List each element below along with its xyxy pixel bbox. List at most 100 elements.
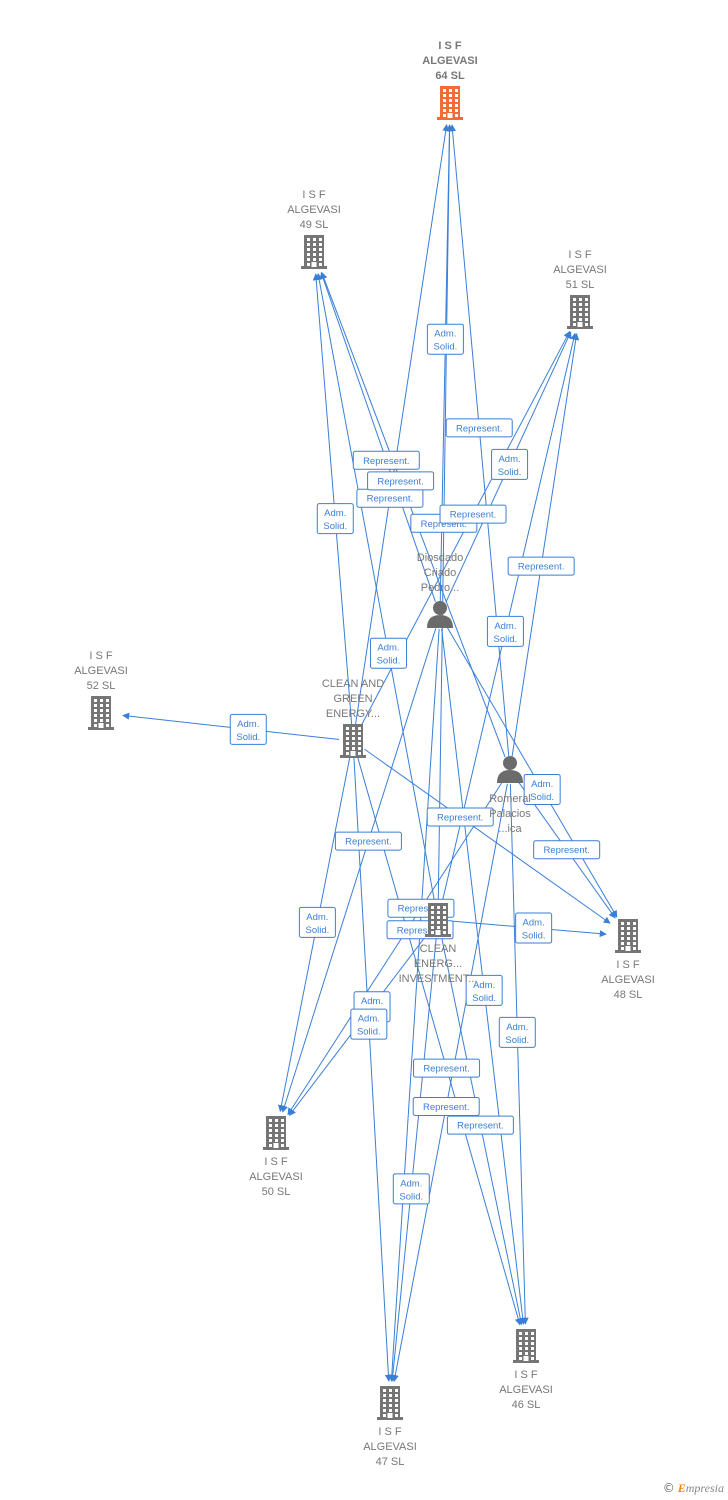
edge-label-romeral-n49[interactable]: Represent. [367, 471, 435, 491]
svg-text:Represent.: Represent. [377, 476, 423, 487]
svg-text:Solid.: Solid. [323, 521, 347, 532]
node-label-line: I S F [302, 189, 326, 201]
svg-text:Adm.: Adm. [361, 996, 383, 1007]
node-label-line: ALGEVASI [422, 55, 477, 67]
edge-romeral-n47 [391, 783, 508, 1383]
edge-label-clean_green-n49[interactable]: Adm. Solid. [316, 503, 354, 535]
copyright-icon: © [662, 1481, 675, 1495]
svg-text:Adm.: Adm. [358, 1014, 380, 1025]
svg-text:Solid.: Solid. [472, 993, 496, 1004]
edge-diosdado-n48 [446, 626, 618, 918]
svg-text:Represent.: Represent. [450, 510, 496, 521]
edge-label-clean_green-n50[interactable]: Adm.Solid. [298, 906, 336, 938]
node-diosdado[interactable]: DiosdadoCriadoPedro... [417, 552, 463, 628]
edge-clean_inv-n47 [389, 933, 438, 1382]
edge-labels-layer: Represent. Adm. Solid. Represent. Represent.… [229, 323, 601, 1205]
edges-layer [122, 124, 618, 1383]
edge-label-diosdado-n49[interactable]: Represent. [352, 450, 420, 470]
edge-label-diosdado-n50[interactable]: Represent. [334, 831, 402, 851]
edge-label-romeral-n64[interactable]: Represent. [445, 418, 513, 438]
building-icon [437, 86, 463, 120]
node-label-line: CLEAN AND [322, 678, 384, 690]
empresia-watermark[interactable]: © Empresia [663, 1481, 724, 1496]
svg-text:Adm.: Adm. [400, 1178, 422, 1189]
svg-text:Adm.: Adm. [377, 643, 399, 654]
edge-clean_green-n48 [364, 748, 611, 924]
svg-text:Adm.: Adm. [434, 329, 456, 340]
edge-label-romeral-n48[interactable]: Represent. [533, 840, 601, 860]
svg-text:Represent.: Represent. [363, 456, 409, 467]
node-label-line: ENERGY... [326, 708, 380, 720]
node-label-line: Diosdado [417, 552, 463, 564]
edge-label-clean_green-n51[interactable]: Represent. [439, 504, 507, 524]
watermark-text: mpresia [685, 1481, 724, 1495]
svg-text:Solid.: Solid. [357, 1027, 381, 1038]
edge-label-diosdado-n46[interactable]: Adm. Solid. [465, 974, 503, 1006]
svg-text:Solid.: Solid. [522, 931, 546, 942]
node-clean_inv[interactable]: CLEANENERG...INVESTMENT... [399, 903, 478, 985]
svg-text:Solid.: Solid. [498, 467, 522, 478]
svg-text:Represent.: Represent. [437, 813, 483, 824]
node-label-line: Pedro... [421, 582, 460, 594]
building-icon [425, 903, 451, 937]
edge-label-romeral-n47[interactable]: Represent. [412, 1096, 480, 1116]
svg-text:Represent.: Represent. [543, 845, 589, 856]
node-label-line: Palacios [489, 808, 531, 820]
edge-label-clean_inv-n47[interactable]: Adm.Solid. [392, 1173, 430, 1205]
svg-text:Adm.: Adm. [324, 508, 346, 519]
edge-label-clean_inv-n49[interactable]: Adm.Solid. [369, 637, 407, 669]
edge-romeral-n50 [287, 781, 503, 1116]
edge-label-romeral-n46[interactable]: Adm.Solid. [498, 1016, 536, 1048]
edge-label-diosdado-n48[interactable]: Adm.Solid. [523, 773, 561, 805]
building-icon [567, 295, 593, 329]
node-label-line: 47 SL [376, 1456, 405, 1468]
node-label-line: 48 SL [614, 989, 643, 1001]
edge-label-diosdado-n51[interactable]: Adm.Solid. [491, 448, 529, 480]
edge-label-clean_green-n64[interactable]: Represent. [356, 488, 424, 508]
building-icon [340, 724, 366, 758]
node-label-line: I S F [616, 959, 640, 971]
node-label-line: 64 SL [435, 70, 465, 82]
node-label-line: ALGEVASI [553, 264, 607, 276]
edge-label-clean_green-n48[interactable]: Represent. [426, 807, 494, 827]
edge-label-clean_green-n52[interactable]: Adm.Solid. [229, 713, 267, 745]
node-label-line: 51 SL [566, 279, 595, 291]
svg-text:Represent.: Represent. [367, 494, 413, 505]
edge-label-clean_green-n46[interactable]: Represent. [413, 1058, 481, 1078]
edge-diosdado-n50 [281, 628, 437, 1113]
node-label-line: ALGEVASI [363, 1441, 417, 1453]
node-label-line: ALGEVASI [74, 665, 128, 677]
edge-label-clean_inv-n51[interactable]: Adm.Solid. [486, 615, 524, 647]
edge-label-clean_inv-n46[interactable]: Represent. [446, 1115, 514, 1135]
building-icon [88, 696, 114, 730]
edge-label-romeral-n51[interactable]: Represent. [507, 556, 575, 576]
edge-clean_green-n64 [354, 124, 450, 728]
edge-label-clean_inv-n48[interactable]: Adm.Solid. [515, 912, 553, 944]
node-clean_green[interactable]: CLEAN ANDGREENENERGY... [322, 678, 384, 758]
edge-label-clean_green-n47[interactable]: Adm. Solid. [350, 1008, 388, 1040]
building-icon [263, 1116, 289, 1150]
edge-romeral-n46 [509, 783, 529, 1325]
edge-label-diosdado-n64[interactable]: Adm.Solid. [426, 323, 464, 355]
svg-text:Solid.: Solid. [305, 925, 329, 936]
watermark-initial: E [677, 1481, 686, 1495]
building-icon [615, 919, 641, 953]
node-label-line: CLEAN [420, 943, 457, 955]
node-label-line: ALGEVASI [287, 204, 341, 216]
svg-text:Represent.: Represent. [518, 562, 564, 573]
svg-text:Adm.: Adm. [473, 980, 495, 991]
edge-romeral-n64 [449, 124, 510, 757]
svg-text:Represent.: Represent. [423, 1102, 469, 1113]
edge-romeral-n51 [511, 333, 580, 757]
svg-text:Represent.: Represent. [397, 925, 443, 936]
